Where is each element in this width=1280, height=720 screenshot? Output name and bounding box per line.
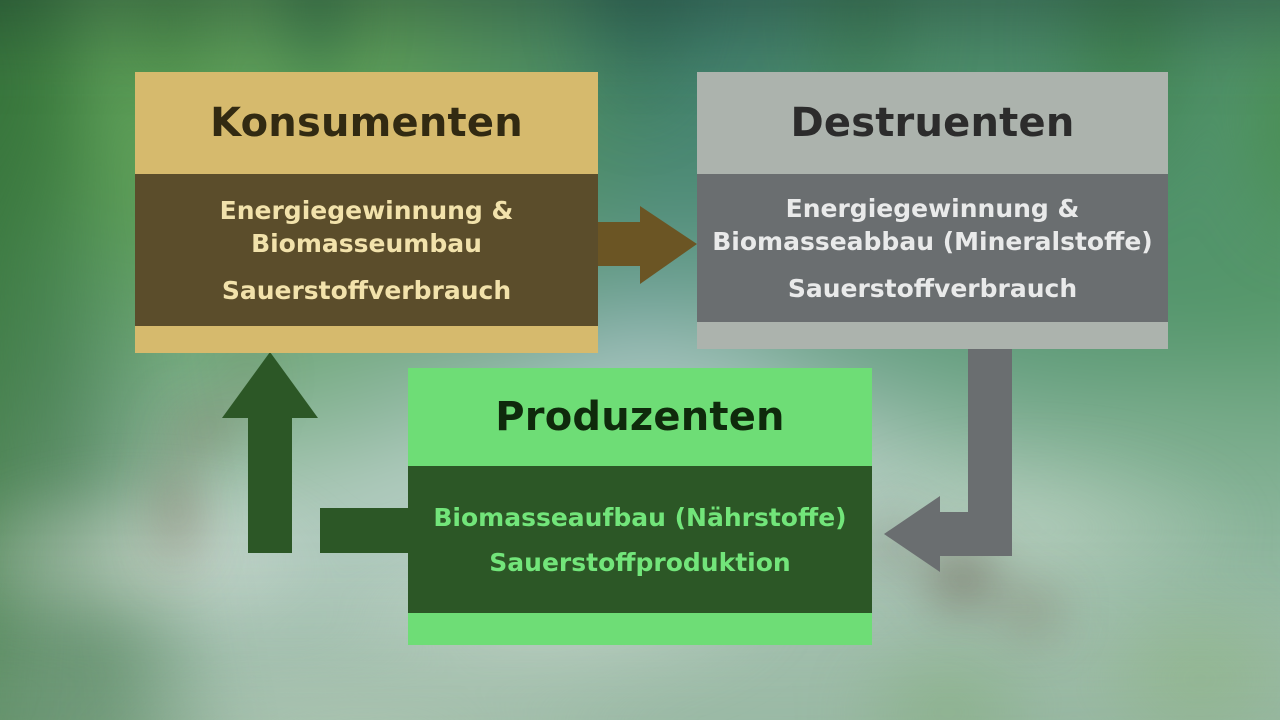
node-produzenten-title: Produzenten: [408, 368, 872, 466]
node-konsumenten-line-1: Energiegewinnung &: [219, 195, 514, 225]
arrow-produzenten-to-konsumenten-head: [222, 352, 318, 418]
node-konsumenten-line-3: Sauerstoffverbrauch: [221, 275, 512, 305]
node-produzenten-line-1: Biomasseaufbau (Nährstoffe): [433, 502, 847, 532]
arrow-produzenten-to-konsumenten-shaft: [248, 390, 292, 553]
node-destruenten-footer: [697, 322, 1168, 349]
node-destruenten-body: Energiegewinnung & Biomasseabbau (Minera…: [697, 174, 1168, 322]
node-produzenten-body: Biomasseaufbau (Nährstoffe) Sauerstoffpr…: [408, 466, 872, 613]
arrow-destruenten-to-produzenten-elbow: [935, 512, 1012, 556]
node-produzenten-footer: [408, 613, 872, 645]
node-konsumenten-body: Energiegewinnung & Biomasseumbau Sauerst…: [135, 174, 598, 326]
node-produzenten[interactable]: Produzenten Biomasseaufbau (Nährstoffe) …: [408, 368, 872, 645]
node-destruenten-line-2: Biomasseabbau (Mineralstoffe): [712, 226, 1153, 256]
node-destruenten-line-3: Sauerstoffverbrauch: [787, 273, 1078, 303]
node-produzenten-line-2: Sauerstoffproduktion: [489, 547, 791, 577]
node-konsumenten-footer: [135, 326, 598, 353]
arrow-produzenten-to-konsumenten: [320, 508, 420, 553]
arrow-destruenten-to-produzenten-shaft: [968, 330, 1012, 556]
node-konsumenten[interactable]: Konsumenten Energiegewinnung & Biomasseu…: [135, 72, 598, 353]
arrow-konsumenten-to-destruenten-shaft: [590, 222, 646, 266]
node-destruenten-title: Destruenten: [697, 72, 1168, 174]
node-destruenten[interactable]: Destruenten Energiegewinnung & Biomassea…: [697, 72, 1168, 349]
node-konsumenten-line-2: Biomasseumbau: [251, 228, 482, 258]
node-konsumenten-title: Konsumenten: [135, 72, 598, 174]
arrow-konsumenten-to-destruenten-head: [640, 206, 697, 284]
node-destruenten-line-1: Energiegewinnung &: [785, 193, 1080, 223]
arrow-destruenten-to-produzenten-head: [884, 496, 940, 572]
